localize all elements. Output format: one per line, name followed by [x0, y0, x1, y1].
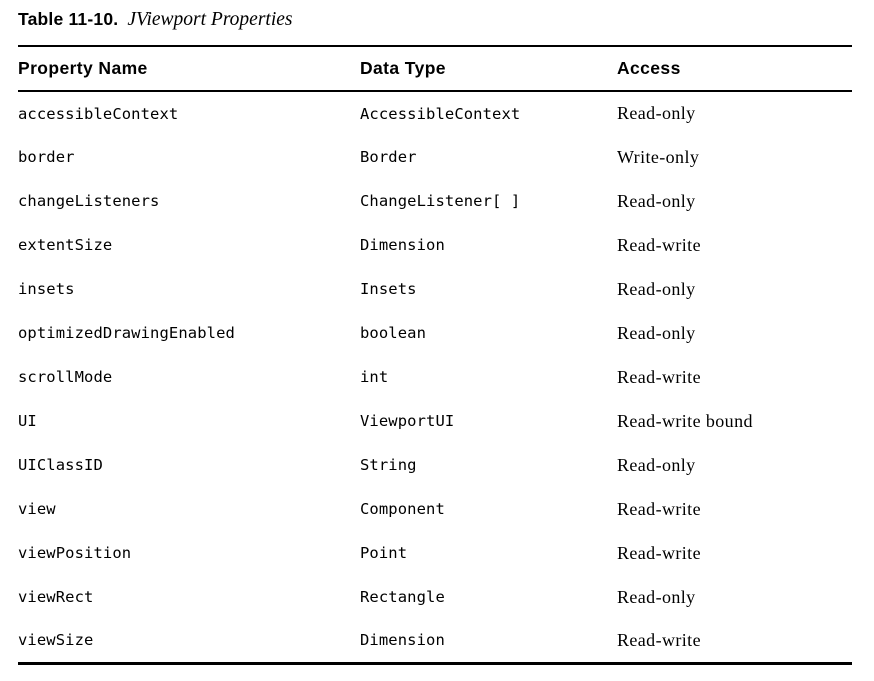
column-header-access: Access: [617, 58, 681, 78]
property-name-cell: insets: [18, 280, 75, 298]
access-cell: Read-only: [617, 454, 696, 475]
access-cell: Write-only: [617, 146, 700, 167]
access-cell: Read-write: [617, 498, 701, 519]
table-caption-number: Table 11-10.: [18, 9, 119, 29]
property-name-cell: optimizedDrawingEnabled: [18, 324, 235, 342]
data-type-cell: Dimension: [360, 631, 445, 650]
property-name-cell: viewPosition: [18, 544, 132, 562]
table-row: scrollMode int Read-write: [18, 355, 852, 399]
data-type-cell: Point: [360, 544, 408, 562]
table-header: Property Name Data Type Access: [18, 46, 852, 91]
data-type-cell: Rectangle: [360, 588, 445, 606]
access-cell: Read-write: [617, 542, 701, 563]
data-type-cell: ChangeListener[ ]: [360, 192, 521, 210]
table-caption-title: JViewport Properties: [127, 9, 293, 30]
data-type-cell: Border: [360, 148, 417, 166]
access-cell: Read-write bound: [617, 410, 753, 431]
table-caption: Table 11-10. JViewport Properties: [18, 9, 293, 31]
property-name-cell: scrollMode: [18, 368, 113, 386]
property-name-cell: UI: [18, 412, 37, 430]
data-type-cell: String: [360, 456, 417, 474]
property-name-cell: changeListeners: [18, 192, 160, 210]
access-cell: Read-only: [617, 586, 696, 607]
data-type-cell: ViewportUI: [360, 412, 455, 430]
table-row: viewRect Rectangle Read-only: [18, 575, 852, 619]
table-row: extentSize Dimension Read-write: [18, 223, 852, 267]
table-row: viewSize Dimension Read-write: [18, 619, 852, 663]
access-cell: Read-write: [617, 629, 701, 650]
property-name-cell: viewSize: [18, 631, 94, 650]
data-type-cell: int: [360, 368, 389, 386]
table-body: accessibleContext AccessibleContext Read…: [18, 91, 852, 663]
column-header-data-type: Data Type: [360, 58, 446, 78]
column-header-property-name: Property Name: [18, 58, 148, 78]
header-row: Property Name Data Type Access: [18, 46, 852, 91]
table-row: changeListeners ChangeListener[ ] Read-o…: [18, 179, 852, 223]
data-type-cell: Dimension: [360, 236, 445, 254]
access-cell: Read-write: [617, 234, 701, 255]
property-name-cell: accessibleContext: [18, 104, 179, 123]
data-type-cell: AccessibleContext: [360, 104, 521, 123]
property-name-cell: extentSize: [18, 236, 113, 254]
properties-table: Property Name Data Type Access accessibl…: [18, 45, 852, 665]
table-row: insets Insets Read-only: [18, 267, 852, 311]
data-type-cell: boolean: [360, 324, 427, 342]
property-name-cell: border: [18, 148, 75, 166]
data-type-cell: Component: [360, 500, 445, 518]
table-row: viewPosition Point Read-write: [18, 531, 852, 575]
property-name-cell: viewRect: [18, 588, 94, 606]
table-row: border Border Write-only: [18, 135, 852, 179]
property-name-cell: view: [18, 500, 56, 518]
table-row: optimizedDrawingEnabled boolean Read-onl…: [18, 311, 852, 355]
access-cell: Read-only: [617, 103, 696, 123]
property-name-cell: UIClassID: [18, 456, 103, 474]
access-cell: Read-only: [617, 322, 696, 343]
table-row: UIClassID String Read-only: [18, 443, 852, 487]
access-cell: Read-only: [617, 190, 696, 211]
table-row: accessibleContext AccessibleContext Read…: [18, 91, 852, 135]
table-row: view Component Read-write: [18, 487, 852, 531]
data-type-cell: Insets: [360, 280, 417, 298]
table-row: UI ViewportUI Read-write bound: [18, 399, 852, 443]
access-cell: Read-only: [617, 278, 696, 299]
access-cell: Read-write: [617, 366, 701, 387]
